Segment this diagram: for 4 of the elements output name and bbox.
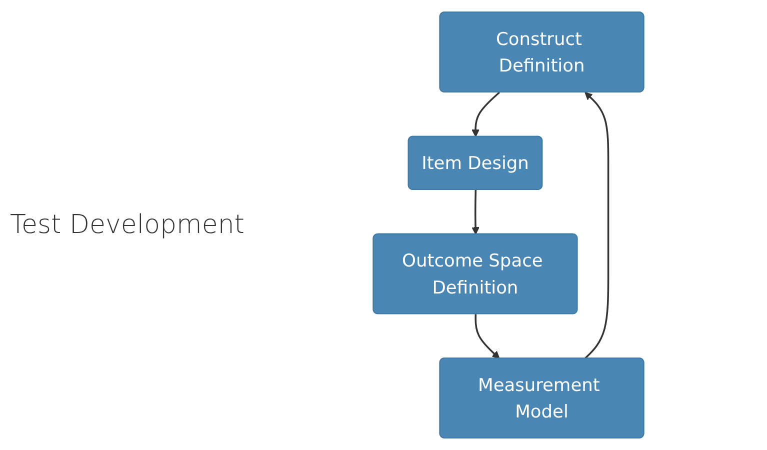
arrow bbox=[472, 92, 500, 138]
arrow bbox=[474, 314, 500, 359]
arrow bbox=[584, 92, 610, 360]
arrow bbox=[472, 190, 480, 235]
